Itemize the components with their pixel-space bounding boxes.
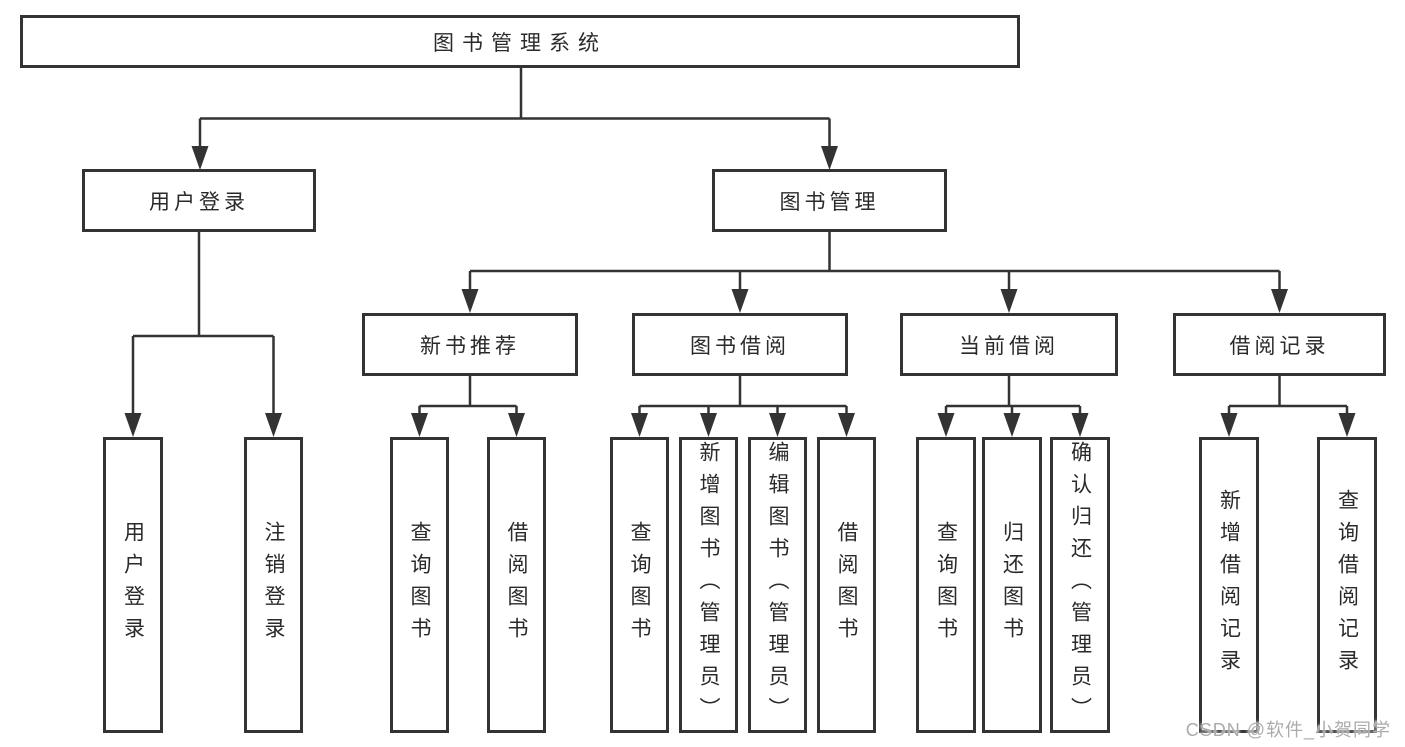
leaf-query-borrow-record: 查询借阅记录 — [1317, 437, 1377, 733]
arrowhead — [508, 413, 525, 437]
leaf-confirm-return-admin: 确认归还（管理员） — [1050, 437, 1110, 733]
node-new-book-recommend-label: 新书推荐 — [420, 334, 520, 358]
arrowhead — [265, 413, 282, 437]
leaf-query-books-borrowing-label: 查询图书 — [628, 521, 651, 649]
node-borrowing-records: 借阅记录 — [1173, 313, 1386, 376]
leaf-query-books-borrowing: 查询图书 — [610, 437, 669, 733]
leaf-add-borrow-record-label: 新增借阅记录 — [1217, 489, 1241, 681]
arrowhead — [191, 146, 209, 170]
connector-current-borrowing-to-leaves — [944, 376, 1082, 419]
node-user-login-label: 用户登录 — [149, 190, 249, 214]
node-new-book-recommend: 新书推荐 — [362, 313, 578, 376]
leaf-query-borrow-record-label: 查询借阅记录 — [1335, 489, 1359, 681]
arrowhead — [411, 413, 428, 437]
leaf-query-books-recommend: 查询图书 — [390, 437, 449, 733]
leaf-borrow-books-recommend: 借阅图书 — [487, 437, 546, 733]
csdn-watermark: CSDN @软件_小贺同学 — [1185, 720, 1391, 740]
connector-root-to-level2 — [198, 68, 831, 152]
leaf-confirm-return-admin-label: 确认归还（管理员） — [1068, 441, 1092, 729]
leaf-logout: 注销登录 — [244, 437, 303, 733]
leaf-query-books-current-label: 查询图书 — [934, 521, 958, 649]
arrowhead — [937, 413, 955, 437]
leaf-return-books-label: 归还图书 — [1000, 521, 1024, 649]
node-current-borrowing-label: 当前借阅 — [959, 334, 1059, 358]
leaf-borrow-books-recommend-label: 借阅图书 — [505, 521, 528, 649]
node-library-system-label: 图书管理系统 — [433, 31, 607, 55]
arrowhead — [1220, 413, 1238, 437]
connector-book-borrowing-to-leaves — [638, 376, 848, 419]
leaf-edit-books-admin: 编辑图书（管理员） — [748, 437, 807, 733]
node-borrowing-records-label: 借阅记录 — [1229, 334, 1330, 358]
arrowhead — [1000, 289, 1018, 313]
arrowhead — [821, 146, 838, 170]
leaf-add-borrow-record: 新增借阅记录 — [1199, 437, 1259, 733]
leaf-user-login: 用户登录 — [103, 437, 163, 733]
arrowhead — [838, 413, 855, 437]
node-book-borrowing: 图书借阅 — [632, 313, 848, 376]
leaf-return-books: 归还图书 — [982, 437, 1042, 733]
node-current-borrowing: 当前借阅 — [900, 313, 1118, 376]
leaf-borrow-books: 借阅图书 — [817, 437, 876, 733]
node-library-system: 图书管理系统 — [20, 15, 1020, 68]
leaf-query-books-current: 查询图书 — [916, 437, 976, 733]
arrowhead — [731, 289, 749, 313]
leaf-logout-label: 注销登录 — [262, 521, 285, 649]
arrowhead — [461, 289, 479, 313]
leaf-edit-books-admin-label: 编辑图书（管理员） — [766, 441, 789, 729]
arrowhead — [124, 413, 142, 437]
connector-new-book-recommend-to-leaves — [418, 376, 518, 419]
leaf-add-books-admin-label: 新增图书（管理员） — [697, 441, 720, 729]
arrowhead — [1338, 413, 1356, 437]
leaf-add-books-admin: 新增图书（管理员） — [679, 437, 738, 733]
connector-user-login-to-leaves — [131, 232, 275, 419]
node-book-borrowing-label: 图书借阅 — [690, 334, 790, 358]
arrowhead — [631, 413, 648, 437]
arrowhead — [1271, 289, 1288, 313]
node-user-login: 用户登录 — [82, 169, 316, 232]
leaf-user-login-label: 用户登录 — [121, 521, 145, 649]
arrowhead — [700, 413, 717, 437]
arrowhead — [1003, 413, 1021, 437]
connector-book-management-to-sections — [468, 232, 1281, 295]
leaf-borrow-books-label: 借阅图书 — [835, 521, 858, 649]
arrowhead — [769, 413, 786, 437]
node-book-management-label: 图书管理 — [779, 190, 880, 214]
leaf-query-books-recommend-label: 查询图书 — [408, 521, 431, 649]
connector-borrowing-records-to-leaves — [1227, 376, 1349, 419]
arrowhead — [1071, 413, 1089, 437]
node-book-management: 图书管理 — [712, 169, 947, 232]
